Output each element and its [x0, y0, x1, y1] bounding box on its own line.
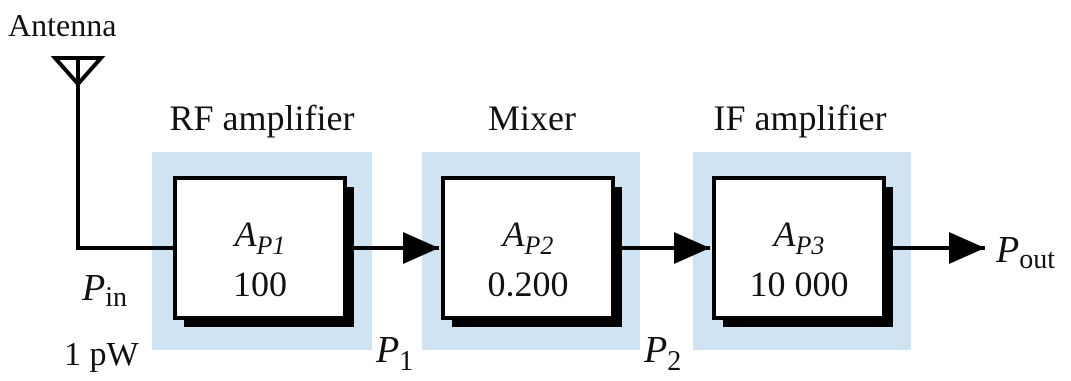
gain-value-ap2: 0.200	[488, 264, 569, 304]
gain-value-ap3: 10 000	[750, 264, 849, 304]
antenna-feed-line	[76, 86, 175, 250]
gain-label-ap2: AP2	[501, 214, 554, 260]
gain-value-ap1: 100	[233, 264, 287, 304]
antenna-label: Antenna	[8, 7, 116, 43]
gain-label-ap1: AP1	[233, 214, 286, 260]
stage-title-if-amplifier: IF amplifier	[714, 98, 887, 138]
gain-label-ap3: AP3	[772, 214, 825, 260]
p1-label: P1	[375, 329, 413, 377]
output-power-label: Pout	[995, 229, 1055, 275]
antenna-icon	[50, 56, 106, 88]
stage-title-rf-amplifier: RF amplifier	[170, 98, 355, 138]
gain-block-mixer	[441, 176, 615, 320]
gain-block-if-amplifier	[712, 176, 886, 320]
input-power-value: 1 pW	[64, 336, 140, 373]
p2-label: P2	[643, 329, 681, 377]
stage-title-mixer: Mixer	[488, 98, 576, 138]
input-power-label: Pin	[81, 267, 127, 313]
